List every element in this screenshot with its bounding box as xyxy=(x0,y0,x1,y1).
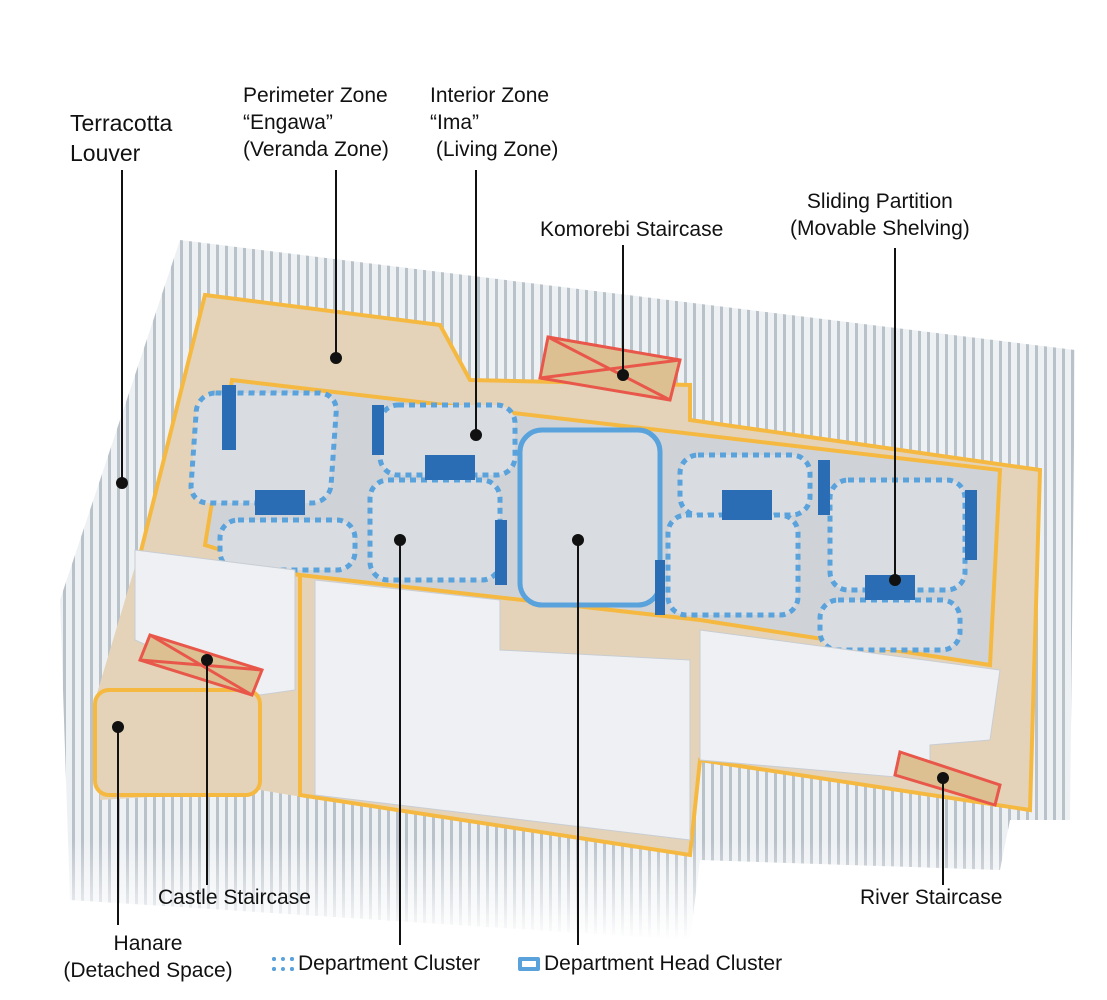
building-cores xyxy=(134,549,1001,841)
label-line: Sliding Partition xyxy=(806,190,953,213)
leader-lines xyxy=(112,170,949,945)
legend-label: Department Cluster xyxy=(298,952,481,975)
label-terracotta-louver: Terracotta Louver xyxy=(70,108,172,168)
legend-label: Department Head Cluster xyxy=(544,952,783,975)
label-hanare: Hanare (Detached Space) xyxy=(48,930,248,984)
label-line: (Movable Shelving) xyxy=(790,217,970,240)
label-river-staircase: River Staircase xyxy=(860,886,1003,909)
legend-department-cluster: Department Cluster xyxy=(272,952,480,976)
label-line: (Living Zone) xyxy=(430,138,559,161)
department-clusters xyxy=(188,390,968,653)
label-line: Hanare xyxy=(113,932,183,955)
label-line: “Engawa” xyxy=(243,111,333,134)
label-line: Interior Zone xyxy=(430,84,550,107)
label-line: (Veranda Zone) xyxy=(243,138,389,161)
label-interior-zone: Interior Zone “Ima” (Living Zone) xyxy=(430,82,558,163)
label-sliding-partition: Sliding Partition (Movable Shelving) xyxy=(790,188,970,242)
label-castle-staircase: Castle Staircase xyxy=(158,886,311,909)
label-line: Louver xyxy=(70,140,141,166)
castle-staircase xyxy=(138,633,264,697)
label-line: Terracotta xyxy=(70,110,173,136)
department-head-cluster xyxy=(517,427,663,608)
label-line: “Ima” xyxy=(430,111,479,134)
solid-outline-swatch-icon xyxy=(518,957,540,971)
dotted-outline-swatch-icon xyxy=(272,957,294,971)
komorebi-staircase xyxy=(538,335,682,402)
label-line: (Detached Space) xyxy=(63,959,233,982)
hanare-outline xyxy=(93,688,262,797)
legend-department-head-cluster: Department Head Cluster xyxy=(518,952,782,976)
facade-fade xyxy=(0,840,1107,940)
label-komorebi-staircase: Komorebi Staircase xyxy=(540,218,724,241)
label-line: Perimeter Zone xyxy=(243,84,388,107)
label-perimeter-zone: Perimeter Zone “Engawa” (Veranda Zone) xyxy=(243,82,389,163)
